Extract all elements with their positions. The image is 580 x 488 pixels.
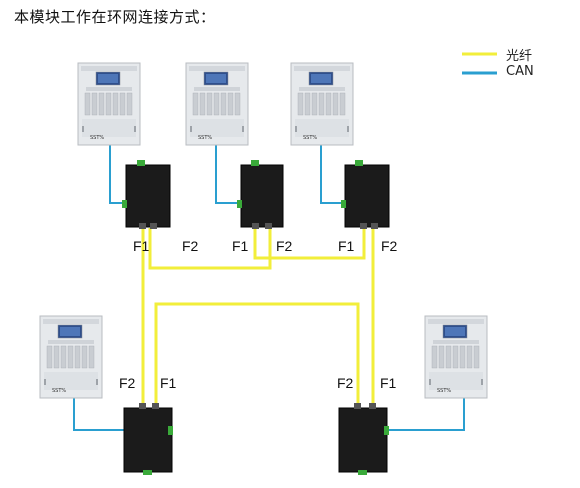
fiber-module xyxy=(341,160,390,229)
control-panel xyxy=(290,62,354,146)
panel-brand: SST% xyxy=(52,388,66,394)
port-label: F1 xyxy=(338,238,355,254)
control-panel xyxy=(424,315,488,399)
port-label: F1 xyxy=(232,238,249,254)
legend-can-label: CAN xyxy=(506,64,534,79)
control-panel xyxy=(77,62,141,146)
panel-brand: SST% xyxy=(198,135,212,141)
control-panel xyxy=(185,62,249,146)
fiber-ring xyxy=(141,228,375,407)
port-label: F2 xyxy=(381,238,398,254)
page-title: 本模块工作在环网连接方式： xyxy=(14,8,216,26)
port-label: F2 xyxy=(119,375,136,391)
port-label: F1 xyxy=(160,375,177,391)
port-label: F2 xyxy=(337,375,354,391)
panel-brand: SST% xyxy=(303,135,317,141)
fiber-module xyxy=(237,160,284,229)
fiber-module xyxy=(123,403,173,475)
port-label: F1 xyxy=(380,375,397,391)
control-panel xyxy=(39,315,103,399)
panel-brand: SST% xyxy=(90,135,104,141)
port-label: F2 xyxy=(182,238,199,254)
fiber-module xyxy=(122,160,171,229)
panel-brand: SST% xyxy=(437,388,451,394)
fiber-module xyxy=(338,403,389,475)
port-label: F2 xyxy=(276,238,293,254)
legend-fiber-label: 光纤 xyxy=(506,49,533,64)
port-label: F1 xyxy=(133,238,150,254)
